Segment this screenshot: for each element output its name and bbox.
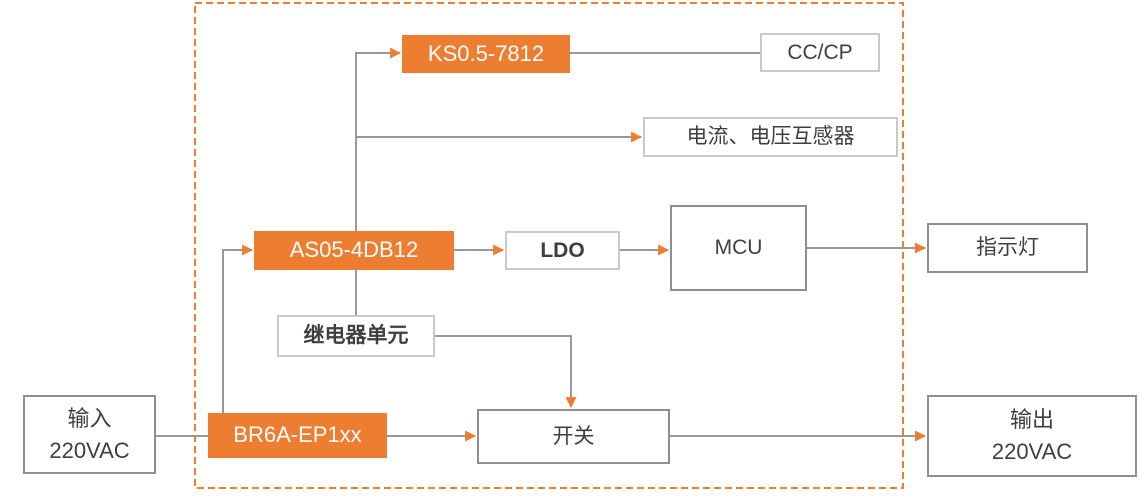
output-label-voltage: 220VAC <box>991 439 1073 464</box>
node-ks05-7812: KS0.5-7812 <box>402 35 570 73</box>
node-cc-cp: CC/CP <box>760 33 880 72</box>
node-input-220vac: 输入 220VAC <box>23 395 156 474</box>
node-output-220vac: 输出 220VAC <box>927 395 1137 477</box>
node-relay-unit: 继电器单元 <box>277 315 435 357</box>
node-mcu: MCU <box>670 205 807 291</box>
output-label-cn: 输出 <box>1009 407 1054 433</box>
input-label-cn: 输入 <box>67 405 112 431</box>
node-as05-4db12: AS05-4DB12 <box>254 231 454 270</box>
node-switch: 开关 <box>477 409 670 464</box>
node-ldo: LDO <box>505 231 620 270</box>
input-label-voltage: 220VAC <box>49 437 130 463</box>
node-current-voltage-transformer: 电流、电压互感器 <box>643 117 898 157</box>
dashed-boundary <box>194 2 904 489</box>
node-indicator-light: 指示灯 <box>927 223 1088 273</box>
node-br6a-ep1xx: BR6A-EP1xx <box>208 413 387 458</box>
